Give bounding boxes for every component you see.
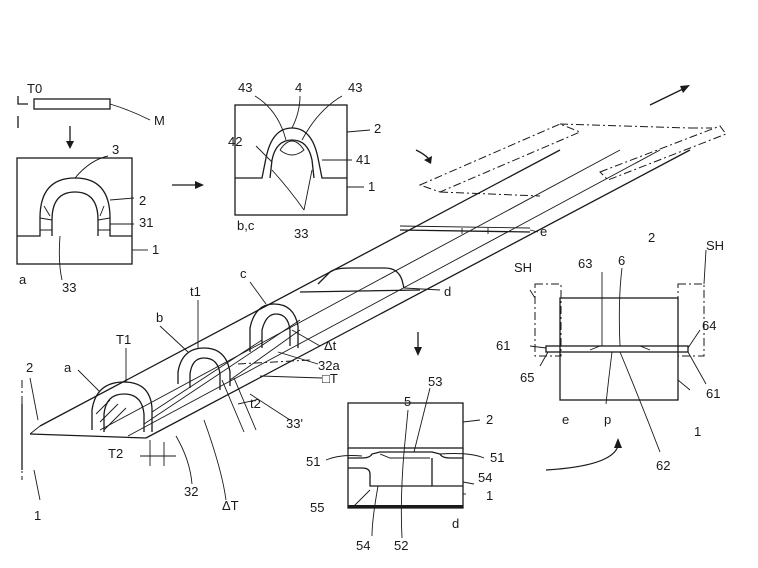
label-2-d: 2 <box>486 412 493 427</box>
label-63: 63 <box>578 256 592 271</box>
panel-a: 3 2 31 1 a 33 <box>17 142 159 295</box>
label-strip-1: 1 <box>34 508 41 523</box>
label-52: 52 <box>394 538 408 553</box>
label-1-a: 1 <box>152 242 159 257</box>
label-strip-d: d <box>444 284 451 299</box>
label-strip-dT: □T <box>322 371 338 386</box>
label-t0: T0 <box>27 81 42 96</box>
label-e-panel: e <box>562 412 569 427</box>
label-2-e: 2 <box>648 230 655 245</box>
label-2-a: 2 <box>139 193 146 208</box>
label-64: 64 <box>702 318 716 333</box>
arrow-right-head <box>195 181 204 189</box>
label-bc: b,c <box>237 218 255 233</box>
arrow-down-head <box>66 141 74 149</box>
label-51-r: 51 <box>490 450 504 465</box>
label-1-e: 1 <box>694 424 701 439</box>
label-strip-a: a <box>64 360 72 375</box>
label-strip-e: e <box>540 224 547 239</box>
up-arrow-icon <box>546 446 618 470</box>
label-strip-dt: Δt <box>324 338 337 353</box>
label-51-l: 51 <box>306 454 320 469</box>
panel-e: SH SH 2 63 6 61 64 65 61 e p 1 62 <box>496 230 724 473</box>
label-53: 53 <box>428 374 442 389</box>
panel-bc: 43 4 43 42 2 41 1 b,c 33 <box>228 80 381 241</box>
label-43-l: 43 <box>238 80 252 95</box>
label-strip-T1: T1 <box>116 332 131 347</box>
label-strip-T2: T2 <box>108 446 123 461</box>
label-62: 62 <box>656 458 670 473</box>
curved-arrow-icon <box>416 150 428 158</box>
label-strip-32: 32 <box>184 484 198 499</box>
label-strip-t1: t1 <box>190 284 201 299</box>
label-61-l: 61 <box>496 338 510 353</box>
direction-arrow-head <box>680 85 690 93</box>
label-61-r: 61 <box>706 386 720 401</box>
label-6: 6 <box>618 253 625 268</box>
label-33-a: 33 <box>62 280 76 295</box>
tool-m: T0 M <box>18 81 165 128</box>
down-arrow-d-head <box>414 347 422 356</box>
label-55: 55 <box>310 500 324 515</box>
label-d-panel: d <box>452 516 459 531</box>
label-strip-c: c <box>240 266 247 281</box>
up-arrow-head <box>614 438 622 448</box>
label-42: 42 <box>228 134 242 149</box>
label-sh-l: SH <box>514 260 532 275</box>
label-p: p <box>604 412 611 427</box>
panel-d: 5 53 2 51 51 54 1 55 54 52 d <box>306 374 504 553</box>
label-strip-2: 2 <box>26 360 33 375</box>
label-33-b: 33 <box>294 226 308 241</box>
label-31: 31 <box>139 215 153 230</box>
label-strip-t2: t2 <box>250 396 261 411</box>
label-54-r: 54 <box>478 470 492 485</box>
label-m: M <box>154 113 165 128</box>
label-43-r: 43 <box>348 80 362 95</box>
label-strip-b: b <box>156 310 163 325</box>
label-65: 65 <box>520 370 534 385</box>
label-41: 41 <box>356 152 370 167</box>
direction-arrow-icon <box>650 88 685 105</box>
label-54-b: 54 <box>356 538 370 553</box>
label-1-d: 1 <box>486 488 493 503</box>
label-a: a <box>19 272 27 287</box>
label-strip-33p: 33' <box>286 416 303 431</box>
label-1-b: 1 <box>368 179 375 194</box>
label-sh-r: SH <box>706 238 724 253</box>
label-strip-DT: ΔT <box>222 498 239 513</box>
label-3: 3 <box>112 142 119 157</box>
label-2-b: 2 <box>374 121 381 136</box>
label-4: 4 <box>295 80 302 95</box>
label-5: 5 <box>404 394 411 409</box>
